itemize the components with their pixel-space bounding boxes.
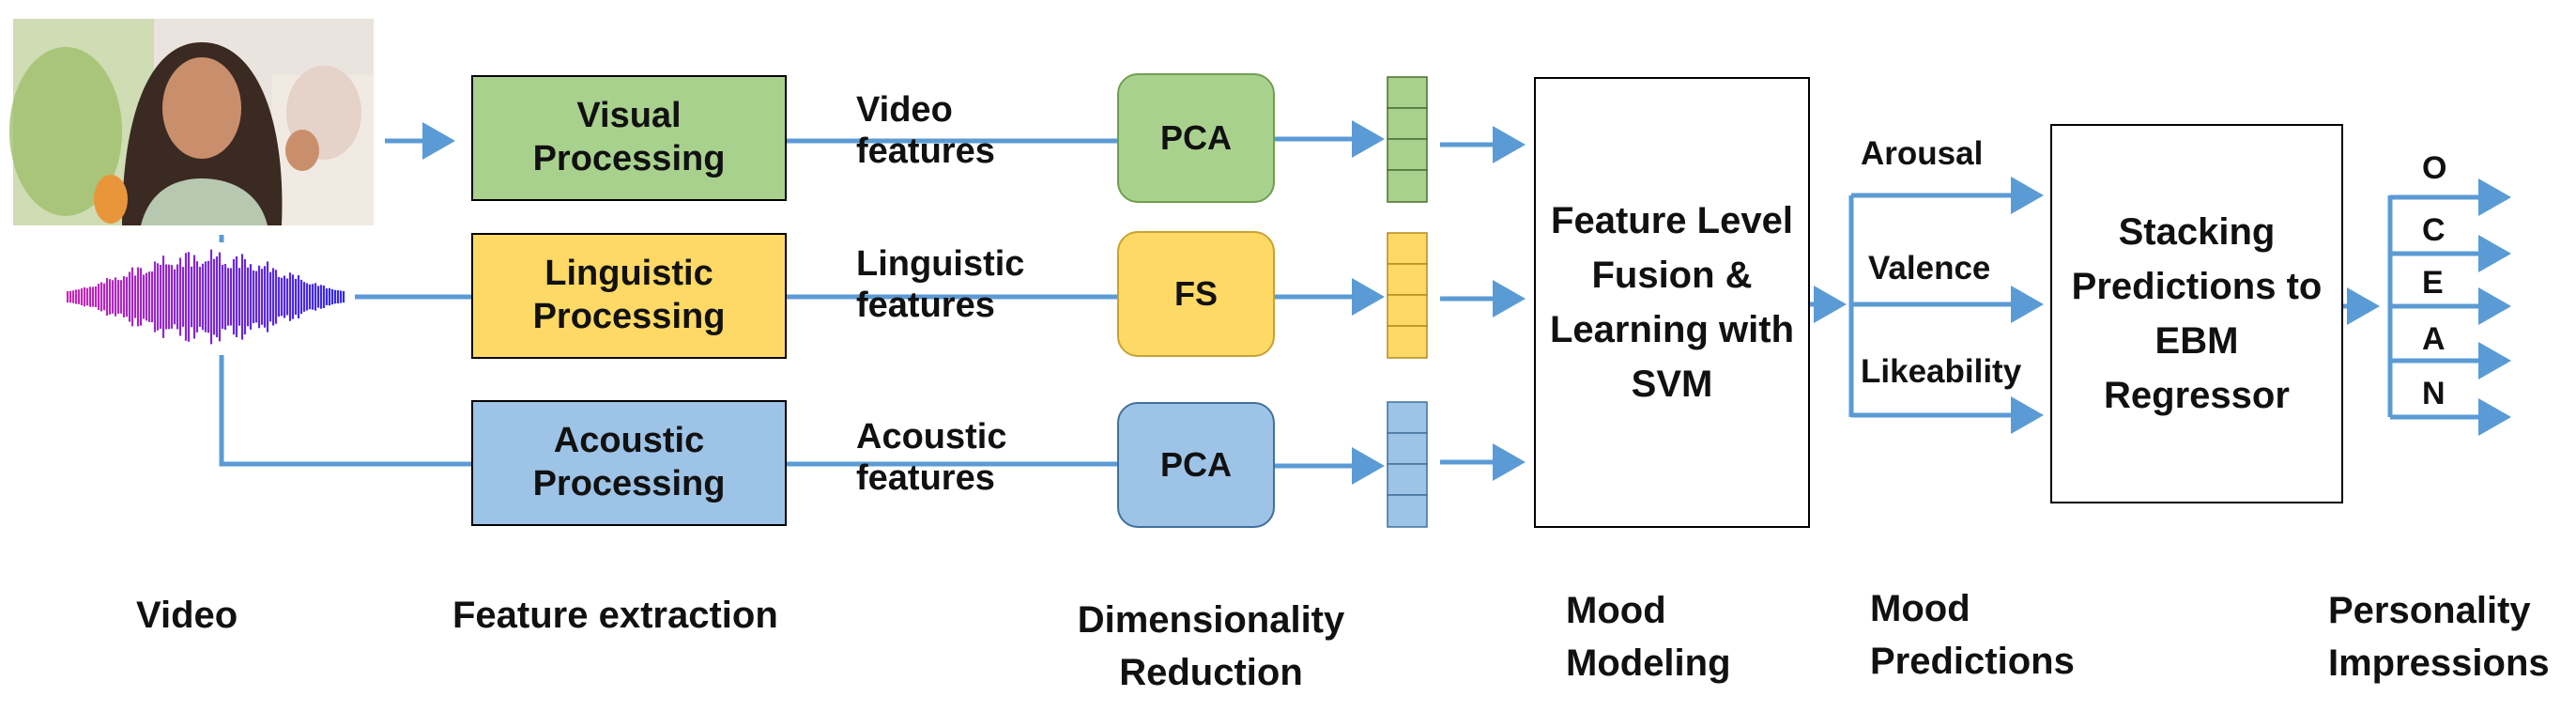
visual-processing-box: Visual Processing <box>471 75 787 201</box>
ocean-letter-a: A <box>2422 321 2446 357</box>
feature-vector-visual <box>1387 76 1428 203</box>
ocean-letter-n: N <box>2422 376 2446 411</box>
stage-label-mood-modeling: Mood Modeling <box>1566 590 1731 684</box>
linguistic-features-label: Linguistic features <box>856 244 1025 325</box>
stage-label-personality-impressions: Personality Impressions <box>2328 590 2550 684</box>
stage-label-video: Video <box>136 595 238 636</box>
valence-label: Valence <box>1868 250 1991 286</box>
linguistic-processing-box: Linguistic Processing <box>471 233 787 359</box>
likeability-label: Likeability <box>1861 353 2022 390</box>
stacking-ebm-box: Stacking Predictions to EBM Regressor <box>2050 124 2343 503</box>
arousal-label: Arousal <box>1861 135 1984 172</box>
acoustic-features-label: Acoustic features <box>856 417 1007 498</box>
fs-linguistic-box: FS <box>1117 231 1275 357</box>
acoustic-processing-box: Acoustic Processing <box>471 400 787 526</box>
stage-label-mood-predictions: Mood Predictions <box>1870 588 2075 682</box>
feature-vector-acoustic <box>1387 401 1428 528</box>
ocean-letter-c: C <box>2422 212 2446 248</box>
ocean-letter-o: O <box>2422 150 2447 186</box>
pca-visual-box: PCA <box>1117 73 1275 203</box>
fusion-svm-box: Feature Level Fusion & Learning with SVM <box>1534 77 1810 528</box>
line-audio-to-acoustic <box>219 355 471 467</box>
pca-acoustic-box: PCA <box>1117 402 1275 528</box>
video-features-label: Video features <box>856 90 995 171</box>
feature-vector-linguistic <box>1387 232 1428 359</box>
ocean-letter-e: E <box>2422 265 2444 301</box>
video-thumbnail-image <box>9 19 374 225</box>
audio-waveform-icon <box>66 249 345 345</box>
stage-label-feature-extraction: Feature extraction <box>452 595 778 636</box>
stage-label-dimensionality-reduction: Dimensionality Reduction <box>1077 599 1345 693</box>
